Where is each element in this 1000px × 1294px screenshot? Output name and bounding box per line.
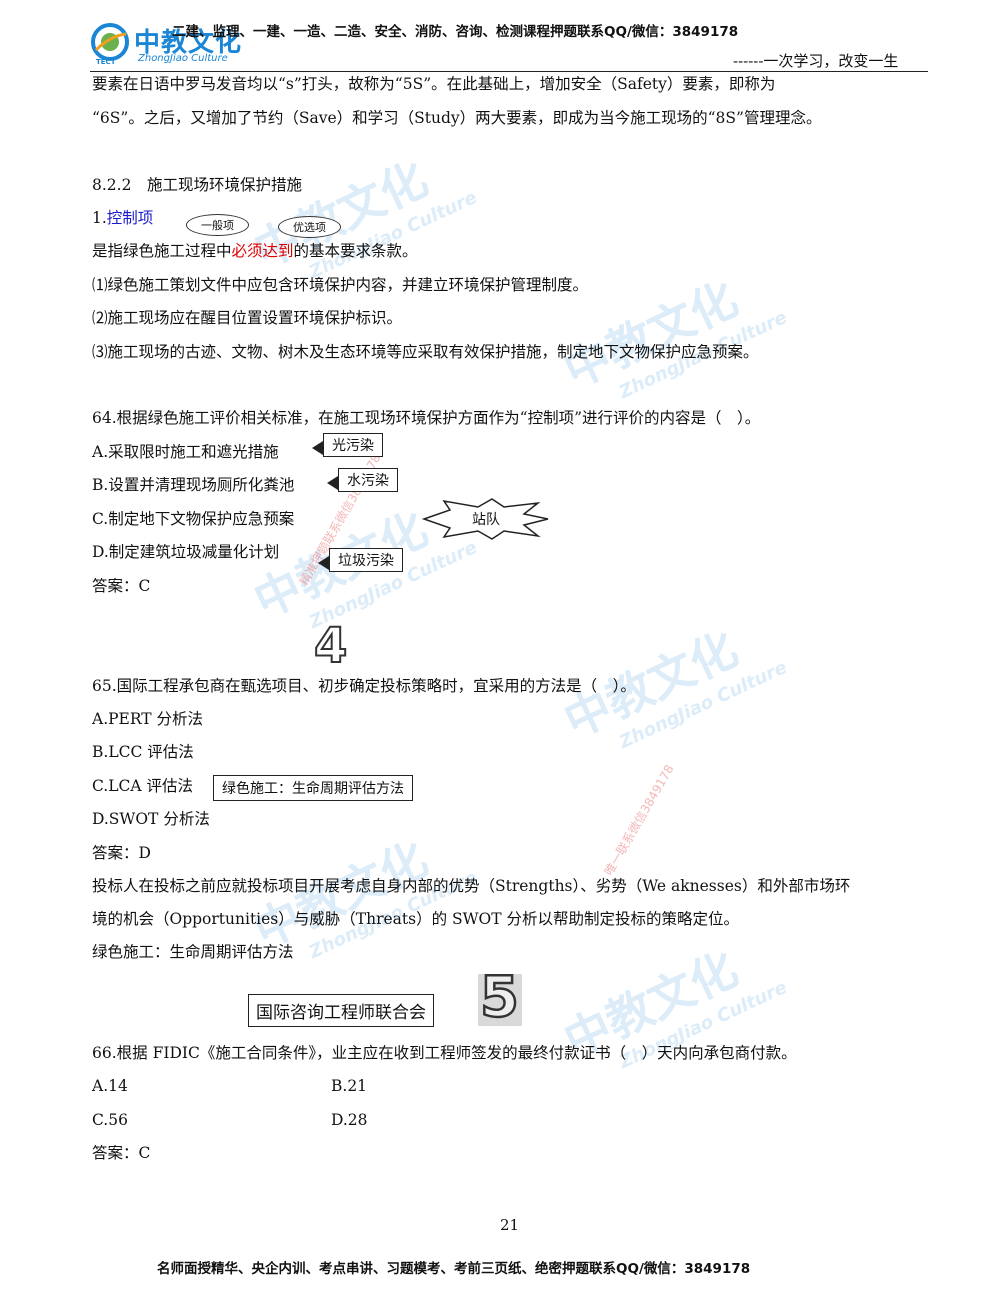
logo-name: 中教文化	[134, 28, 243, 58]
watermark-1: 中教文化 ZhongJiao Culture	[242, 127, 480, 300]
q66-stem: 66.根据 FIDIC《施工合同条件》，业主应在收到工程师签发的最终付款证书（ …	[92, 1044, 797, 1062]
tag-pointer	[318, 556, 329, 570]
tag-pointer	[312, 441, 323, 455]
control-item-title: 1.控制项	[92, 208, 153, 228]
definition-pre: 是指绿色施工过程中	[92, 242, 232, 260]
q66-option-b: B.21	[331, 1077, 368, 1095]
q66-option-c: C.56	[92, 1111, 128, 1129]
definition-emphasis: 必须达到	[231, 242, 294, 260]
definition-post: 的基本要求条款。	[293, 242, 418, 260]
q66-option-a: A.14	[92, 1077, 128, 1095]
q64-option-a: A.采取限时施工和遮光措施	[92, 443, 279, 461]
intro-line-2: “6S”。之后，又增加了节约（Save）和学习（Study）两大要素，即成为当今…	[92, 109, 822, 127]
q65-answer: 答案：D	[92, 844, 151, 862]
q65-option-c: C.LCA 评估法	[92, 777, 194, 795]
q65-stem: 65.国际工程承包商在甄选项目、初步确定投标策略时，宜采用的方法是（ ）。	[92, 677, 636, 695]
q65-option-d: D.SWOT 分析法	[92, 810, 210, 828]
oval-general: 一般项	[186, 214, 249, 236]
tag-garbage-pollution: 垃圾污染	[329, 548, 403, 572]
tag-light-pollution: 光污染	[323, 433, 383, 457]
q65-explain-2: 境的机会（Opportunities）与威胁（Threats）的 SWOT 分析…	[92, 910, 740, 928]
lifecycle-note-box: 绿色施工：生命周期评估方法	[213, 775, 413, 801]
footer-contact: 名师面授精华、央企内训、考点串讲、习题模考、考前三页纸、绝密押题联系QQ/微信：…	[157, 1261, 751, 1277]
badge-number-4: 4	[313, 618, 348, 674]
q64-answer: 答案：C	[92, 577, 151, 595]
tag-water-pollution: 水污染	[338, 468, 398, 492]
watermark-2: 中教文化 ZhongJiao Culture	[552, 247, 790, 420]
q65-option-a: A.PERT 分析法	[92, 710, 204, 728]
q65-note: 绿色施工：生命周期评估方法	[92, 943, 294, 961]
starburst-shape	[421, 498, 549, 540]
point-3: ⑶施工现场的古迹、文物、树木及生态环境等应采取有效保护措施，制定地下文物保护应急…	[92, 343, 759, 361]
tag-station: 站队	[472, 512, 500, 528]
item-title: 控制项	[106, 209, 154, 227]
badge-number-5-bg	[478, 974, 522, 1026]
watermark-stamp-b: 唯一联系微信3849178	[601, 762, 677, 878]
item-prefix: 1.	[92, 209, 107, 227]
tag-pointer	[327, 476, 338, 490]
point-2: ⑵施工现场应在醒目位置设置环境保护标识。	[92, 309, 403, 327]
section-heading: 8.2.2 施工现场环境保护措施	[92, 176, 302, 194]
logo-en: ZhongJiao Culture	[138, 53, 228, 64]
header-contact: 二建、监理、一建、一造、二造、安全、消防、咨询、检测课程押题联系QQ/微信：38…	[172, 24, 739, 40]
q65-explain-1: 投标人在投标之前应就投标项目开展考虑自身内部的优势（Strengths）、劣势（…	[92, 877, 851, 895]
definition-line: 是指绿色施工过程中必须达到的基本要求条款。	[92, 241, 418, 261]
q64-option-c: C.制定地下文物保护应急预案	[92, 510, 295, 528]
point-1: ⑴绿色施工策划文件中应包含环境保护内容，并建立环境保护管理制度。	[92, 276, 589, 294]
logo-globe-icon	[91, 23, 129, 61]
oval-preferred: 优选项	[278, 216, 341, 238]
logo: 中教文化 ZhongJiao Culture TECT	[90, 18, 243, 68]
header-slogan: ------一次学习，改变一生	[733, 52, 899, 70]
header-divider	[90, 71, 928, 72]
watermark-6: 中教文化 ZhongJiao Culture	[552, 917, 790, 1090]
q65-option-b: B.LCC 评估法	[92, 743, 194, 761]
q64-option-b: B.设置并清理现场厕所化粪池	[92, 476, 295, 494]
badge-number-5: 5	[479, 965, 520, 1030]
q64-option-d: D.制定建筑垃圾减量化计划	[92, 543, 280, 561]
q64-stem: 64.根据绿色施工评价相关标准，在施工现场环境保护方面作为“控制项”进行评价的内…	[92, 409, 761, 427]
fidic-note-box: 国际咨询工程师联合会	[248, 994, 434, 1027]
page-number: 21	[500, 1216, 520, 1234]
q66-answer: 答案：C	[92, 1144, 151, 1162]
q66-option-d: D.28	[331, 1111, 368, 1129]
logo-mark: TECT	[96, 58, 116, 66]
intro-line-1: 要素在日语中罗马发音均以“s”打头，故称为“5S”。在此基础上，增加安全（Saf…	[92, 75, 776, 93]
